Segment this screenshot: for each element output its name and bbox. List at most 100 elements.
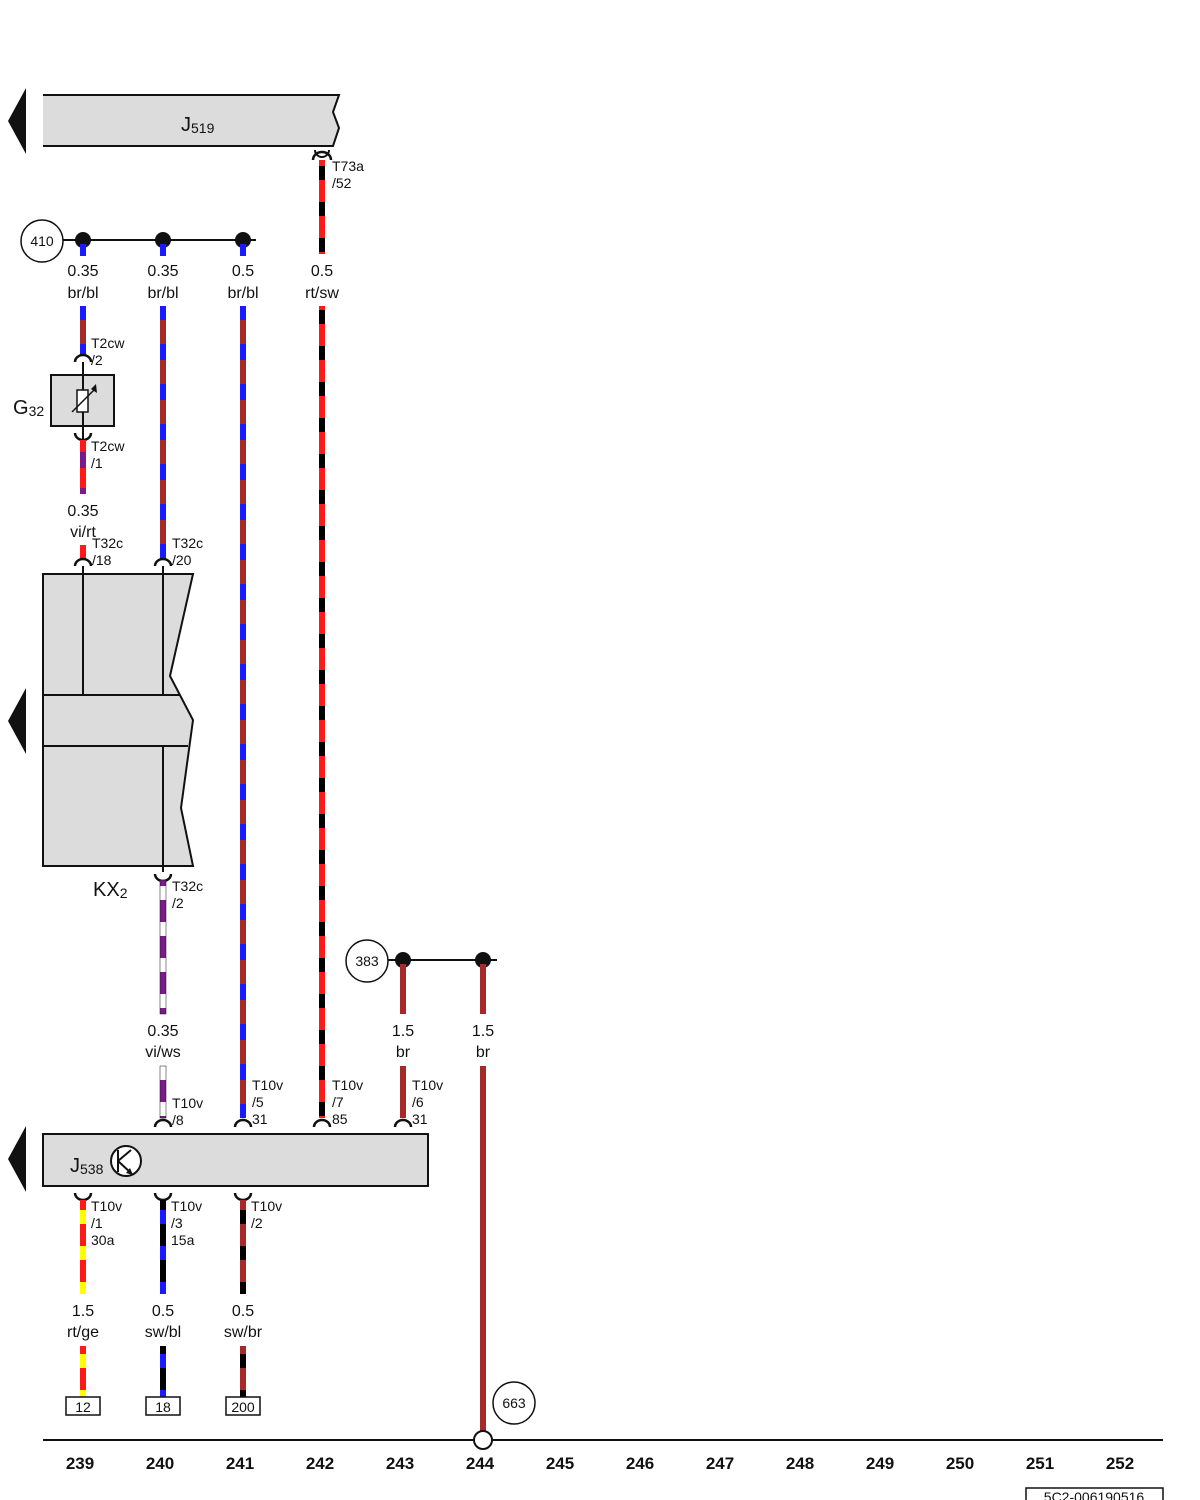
- column-numbers: 239 240 241 242 243 244 245 246 247 248 …: [66, 1454, 1134, 1473]
- pin-label: /18: [92, 552, 112, 568]
- pin-label: 15a: [171, 1232, 195, 1248]
- doc-id: 5C2-006190516: [1044, 1489, 1145, 1500]
- ref-box: [145, 1396, 181, 1416]
- wire-size: 1.5: [392, 1023, 414, 1040]
- svg-text:410: 410: [30, 233, 54, 249]
- svg-text:G32: G32: [13, 397, 44, 419]
- svg-text:12: 12: [75, 1399, 91, 1415]
- wire-size: 0.5: [152, 1303, 174, 1320]
- wire-size: 0.5: [232, 263, 254, 280]
- pin-label: T10v: [91, 1198, 122, 1214]
- junction-410: 410: [20, 219, 64, 263]
- svg-text:J538: J538: [70, 1155, 104, 1177]
- pin-label: T32c: [172, 878, 203, 894]
- column-number: 245: [546, 1454, 574, 1473]
- continuation-arrow: [8, 1126, 26, 1192]
- column-number: 243: [386, 1454, 414, 1473]
- svg-text:18: 18: [155, 1399, 171, 1415]
- wire-243: [400, 1066, 406, 1118]
- column-number: 242: [306, 1454, 334, 1473]
- svg-text:383: 383: [355, 953, 379, 969]
- wire-240: [160, 1200, 166, 1294]
- wire-color: rt/ge: [67, 1324, 99, 1341]
- wire-color: sw/bl: [145, 1324, 181, 1341]
- wire-color: br/bl: [147, 285, 178, 302]
- wire-242: [319, 160, 325, 254]
- pin-label: /2: [251, 1215, 263, 1231]
- component-kx2: KX2: [42, 566, 195, 901]
- pin-label: /7: [332, 1094, 344, 1110]
- component-g32: G32: [13, 362, 115, 440]
- wire-size: 0.35: [67, 503, 98, 520]
- wire-242: [319, 306, 325, 1118]
- wire-240: [159, 1065, 167, 1119]
- column-number: 240: [146, 1454, 174, 1473]
- wire-244: [480, 1066, 486, 1434]
- pin-label: T2cw: [91, 438, 125, 454]
- wire-color: vi/rt: [70, 524, 96, 541]
- ref-box: [225, 1396, 261, 1416]
- pin-label: T10v: [251, 1198, 282, 1214]
- svg-text:J519: J519: [181, 114, 215, 136]
- wire-241: [240, 1200, 246, 1294]
- column-number: 249: [866, 1454, 894, 1473]
- column-number: 248: [786, 1454, 814, 1473]
- wire-size: 0.35: [147, 263, 178, 280]
- pin-label: 31: [412, 1111, 428, 1127]
- pin-label: T10v: [171, 1198, 202, 1214]
- junction-663: 663: [492, 1381, 536, 1425]
- pin-label: 85: [332, 1111, 348, 1127]
- pin-label: /2: [91, 352, 103, 368]
- wire-239: [80, 1200, 86, 1294]
- pin-label: /52: [332, 175, 352, 191]
- pin-label: /3: [171, 1215, 183, 1231]
- column-number: 250: [946, 1454, 974, 1473]
- column-number: 241: [226, 1454, 254, 1473]
- component-j519: J519: [43, 94, 341, 147]
- wire-244: [480, 964, 486, 1014]
- wire-color: rt/sw: [305, 285, 339, 302]
- wire-size: 0.5: [311, 263, 333, 280]
- component-j538: J538: [42, 1133, 429, 1187]
- wire-size: 0.5: [232, 1303, 254, 1320]
- pin-label: T10v: [172, 1095, 203, 1111]
- continuation-arrow: [8, 688, 26, 754]
- column-number: 246: [626, 1454, 654, 1473]
- wire-size: 1.5: [72, 1303, 94, 1320]
- junction-dot: [395, 952, 411, 968]
- column-number: 251: [1026, 1454, 1054, 1473]
- junction-dot: [75, 232, 91, 248]
- wire-color: sw/br: [224, 1324, 263, 1341]
- junction-dot: [155, 232, 171, 248]
- wire-239: [80, 306, 86, 356]
- wire-color: br/bl: [227, 285, 258, 302]
- pin-label: /1: [91, 1215, 103, 1231]
- wire-240: [159, 879, 167, 1015]
- pin-label: T32c: [172, 535, 203, 551]
- column-number: 252: [1106, 1454, 1134, 1473]
- wire-239: [80, 440, 86, 494]
- wire-color: br: [476, 1044, 491, 1061]
- pin-label: T32c: [92, 535, 123, 551]
- svg-text:200: 200: [231, 1399, 255, 1415]
- column-number: 239: [66, 1454, 94, 1473]
- doc-id-box: [1025, 1487, 1164, 1500]
- pin-label: /5: [252, 1094, 264, 1110]
- pin-label: T10v: [252, 1077, 283, 1093]
- column-number: 244: [466, 1454, 495, 1473]
- wire-size: 0.35: [147, 1023, 178, 1040]
- pin-label: T2cw: [91, 335, 125, 351]
- pin-label: T10v: [332, 1077, 363, 1093]
- wire-241: [240, 306, 246, 1118]
- pin-label: T73a: [332, 158, 364, 174]
- wire-size: 1.5: [472, 1023, 494, 1040]
- pin-label: /1: [91, 455, 103, 471]
- junction-dot: [235, 232, 251, 248]
- wire-color: vi/ws: [145, 1044, 181, 1061]
- wire-240: [160, 306, 166, 559]
- ground-node: [473, 1430, 493, 1450]
- wire-color: br/bl: [67, 285, 98, 302]
- wire-color: br: [396, 1044, 411, 1061]
- junction-383: 383: [345, 939, 389, 983]
